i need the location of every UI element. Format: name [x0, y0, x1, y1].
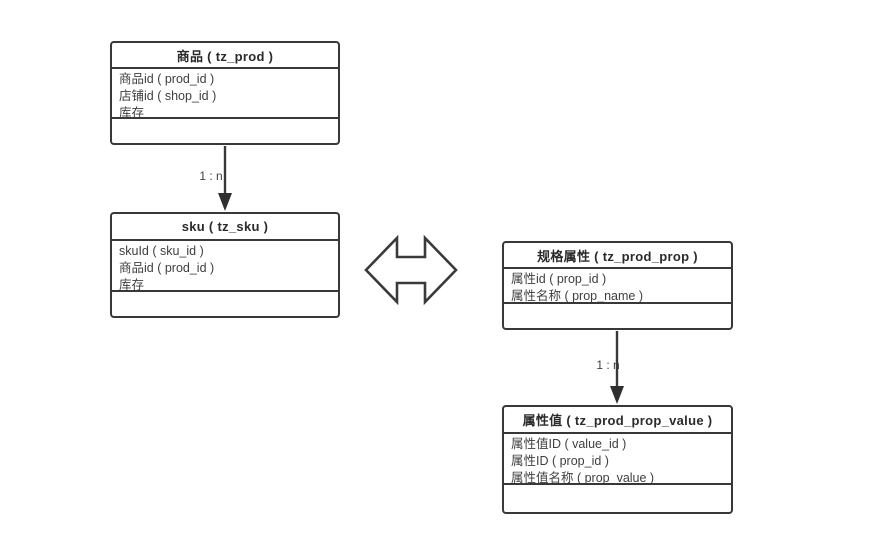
- double-arrow-icon[interactable]: [364, 234, 458, 306]
- field-stock: 库存: [119, 106, 145, 119]
- entity-prod-prop-fields: 属性id ( prop_id ) 属性名称 ( prop_name ): [504, 269, 731, 304]
- entity-prod-empty-section: [112, 119, 338, 143]
- entity-prod-prop-title: 规格属性 ( tz_prod_prop ): [504, 243, 731, 269]
- entity-sku-fields: skuId ( sku_id ) 商品id ( prod_id ) 库存: [112, 241, 338, 292]
- entity-prod-title: 商品 ( tz_prod ): [112, 43, 338, 69]
- field-prod-id: 商品id ( prod_id ): [119, 261, 215, 275]
- entity-prod[interactable]: 商品 ( tz_prod ) 商品id ( prod_id ) 店铺id ( s…: [110, 41, 340, 145]
- field-prop-id: 属性id ( prop_id ): [511, 272, 607, 286]
- field-stock: 库存: [119, 278, 145, 292]
- field-prop-value: 属性值名称 ( prop_value ): [511, 471, 655, 485]
- connector-prod-to-sku[interactable]: [218, 146, 232, 211]
- field-value-id: 属性值ID ( value_id ): [511, 437, 627, 451]
- entity-prod-prop[interactable]: 规格属性 ( tz_prod_prop ) 属性id ( prop_id ) 属…: [502, 241, 733, 330]
- field-prod-id: 商品id ( prod_id ): [119, 72, 215, 86]
- entity-sku-empty-section: [112, 292, 338, 316]
- relation-label-1n: 1 : n: [596, 358, 620, 372]
- field-sku-id: skuId ( sku_id ): [119, 244, 204, 258]
- arrowhead-down-icon: [218, 193, 232, 211]
- entity-prod-fields: 商品id ( prod_id ) 店铺id ( shop_id ) 库存: [112, 69, 338, 119]
- connector-prop-to-propvalue[interactable]: [610, 331, 624, 404]
- relation-label-1n: 1 : n: [199, 169, 223, 183]
- entity-prod-prop-value-empty-section: [504, 485, 731, 512]
- entity-prod-prop-empty-section: [504, 304, 731, 328]
- field-shop-id: 店铺id ( shop_id ): [119, 89, 217, 103]
- entity-sku[interactable]: sku ( tz_sku ) skuId ( sku_id ) 商品id ( p…: [110, 212, 340, 318]
- entity-prod-prop-value-title: 属性值 ( tz_prod_prop_value ): [504, 407, 731, 434]
- field-prop-id: 属性ID ( prop_id ): [511, 454, 609, 468]
- entity-prod-prop-value-fields: 属性值ID ( value_id ) 属性ID ( prop_id ) 属性值名…: [504, 434, 731, 485]
- field-prop-name: 属性名称 ( prop_name ): [511, 289, 643, 303]
- entity-prod-prop-value[interactable]: 属性值 ( tz_prod_prop_value ) 属性值ID ( value…: [502, 405, 733, 514]
- arrowhead-down-icon: [610, 386, 624, 404]
- entity-sku-title: sku ( tz_sku ): [112, 214, 338, 241]
